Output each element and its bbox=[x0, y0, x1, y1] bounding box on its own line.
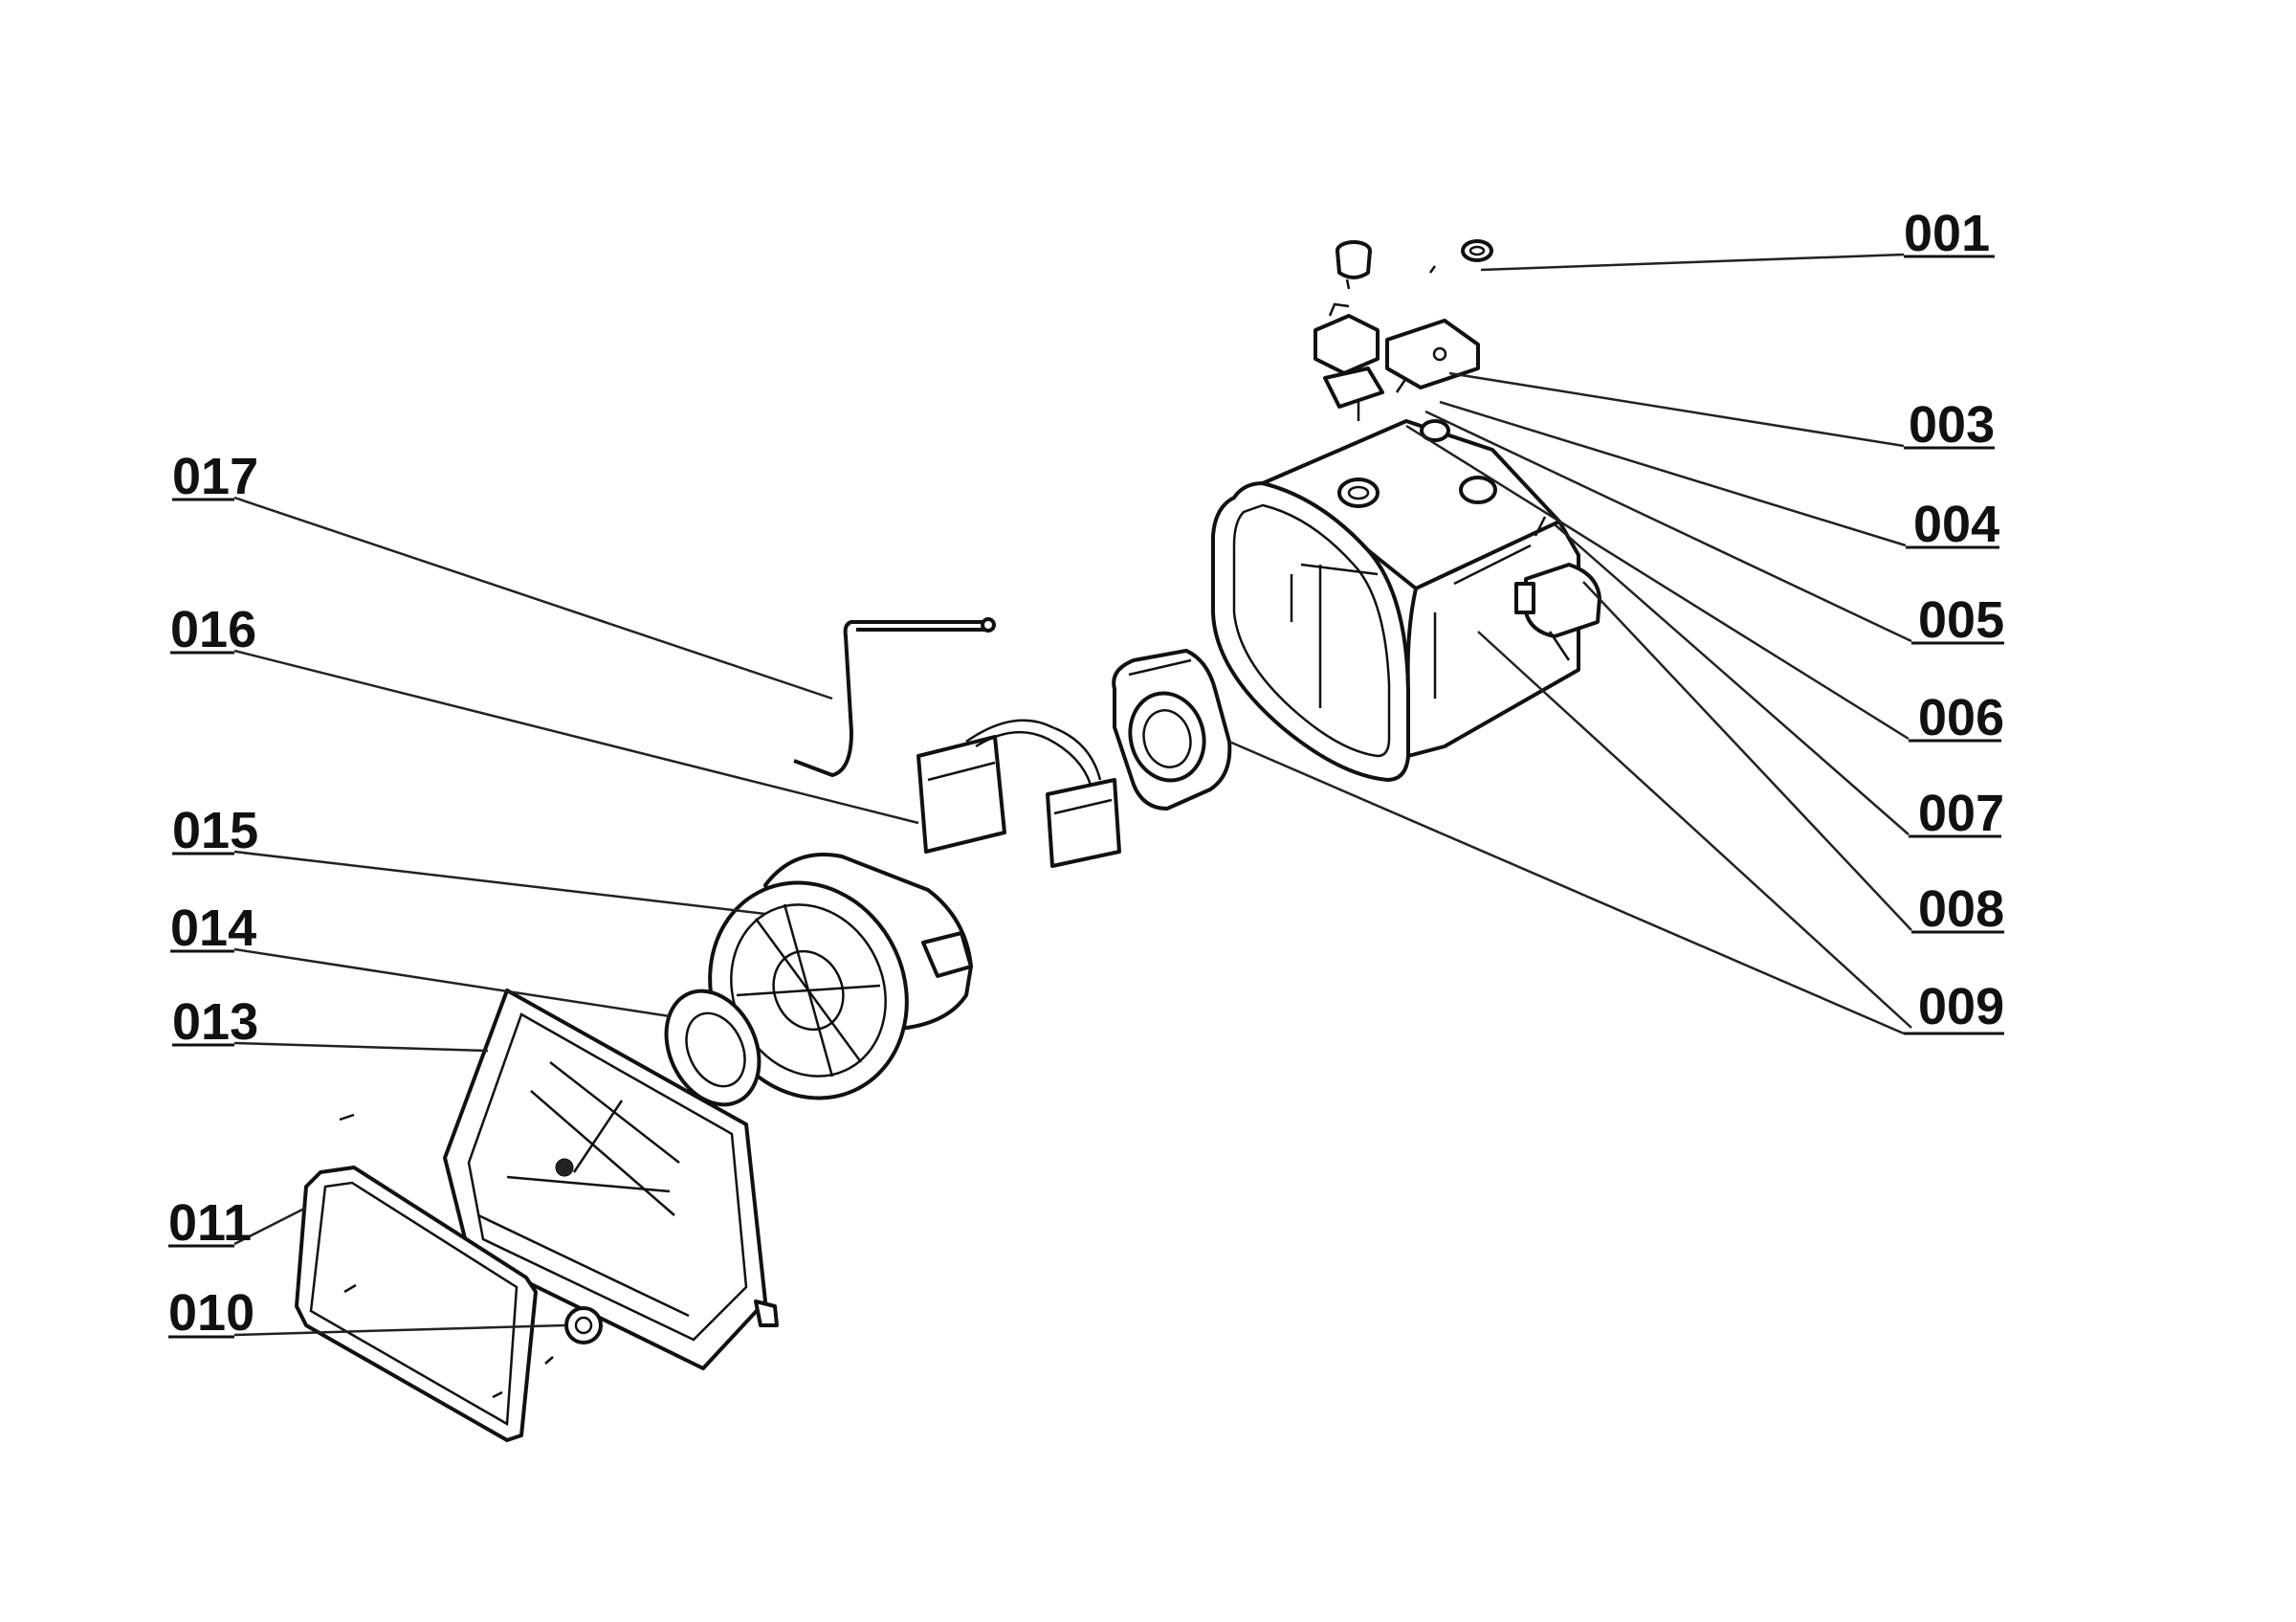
label-013: 013 bbox=[172, 993, 258, 1051]
callout-004: 004 bbox=[1906, 496, 1999, 553]
callout-011: 011 bbox=[168, 1194, 252, 1252]
label-014: 014 bbox=[170, 900, 256, 957]
callout-017: 017 bbox=[172, 448, 258, 505]
part-001-caps bbox=[1336, 239, 1493, 290]
label-006: 006 bbox=[1918, 689, 2004, 746]
label-001: 001 bbox=[1904, 205, 1990, 262]
part-013-front-cover bbox=[443, 989, 779, 1370]
label-017: 017 bbox=[172, 448, 258, 505]
label-015: 015 bbox=[172, 802, 258, 859]
part-003-valve-assembly bbox=[1314, 302, 1480, 421]
label-016: 016 bbox=[170, 601, 256, 658]
part-008-housing bbox=[1211, 419, 1601, 782]
part-010-knob bbox=[339, 1113, 603, 1399]
part-014-seal bbox=[664, 989, 762, 1107]
callout-014: 014 bbox=[170, 900, 256, 957]
label-010: 010 bbox=[168, 1284, 254, 1342]
leader-lines bbox=[233, 253, 1912, 1337]
part-009-flange bbox=[1112, 649, 1232, 811]
callout-008: 008 bbox=[1911, 880, 2004, 938]
label-004: 004 bbox=[1913, 496, 1999, 553]
callout-013: 013 bbox=[172, 993, 258, 1051]
label-008: 008 bbox=[1918, 880, 2004, 938]
callout-006: 006 bbox=[1909, 689, 2004, 746]
label-003: 003 bbox=[1909, 396, 1995, 454]
callout-001: 001 bbox=[1904, 205, 1995, 262]
label-011: 011 bbox=[168, 1194, 252, 1252]
part-016-brushes bbox=[916, 719, 1121, 868]
label-005: 005 bbox=[1918, 591, 2004, 649]
callout-016: 016 bbox=[170, 601, 256, 658]
callout-009: 009 bbox=[1904, 978, 2004, 1035]
callout-010: 010 bbox=[168, 1284, 254, 1342]
callout-003: 003 bbox=[1904, 396, 1995, 454]
part-017-wire bbox=[793, 617, 996, 778]
label-009: 009 bbox=[1918, 978, 2004, 1035]
callout-005: 005 bbox=[1911, 591, 2004, 649]
part-011-gasket bbox=[295, 1166, 538, 1442]
label-007: 007 bbox=[1918, 785, 2004, 842]
callout-015: 015 bbox=[172, 802, 258, 859]
part-015-motor bbox=[708, 853, 973, 1100]
callout-007: 007 bbox=[1909, 785, 2004, 842]
